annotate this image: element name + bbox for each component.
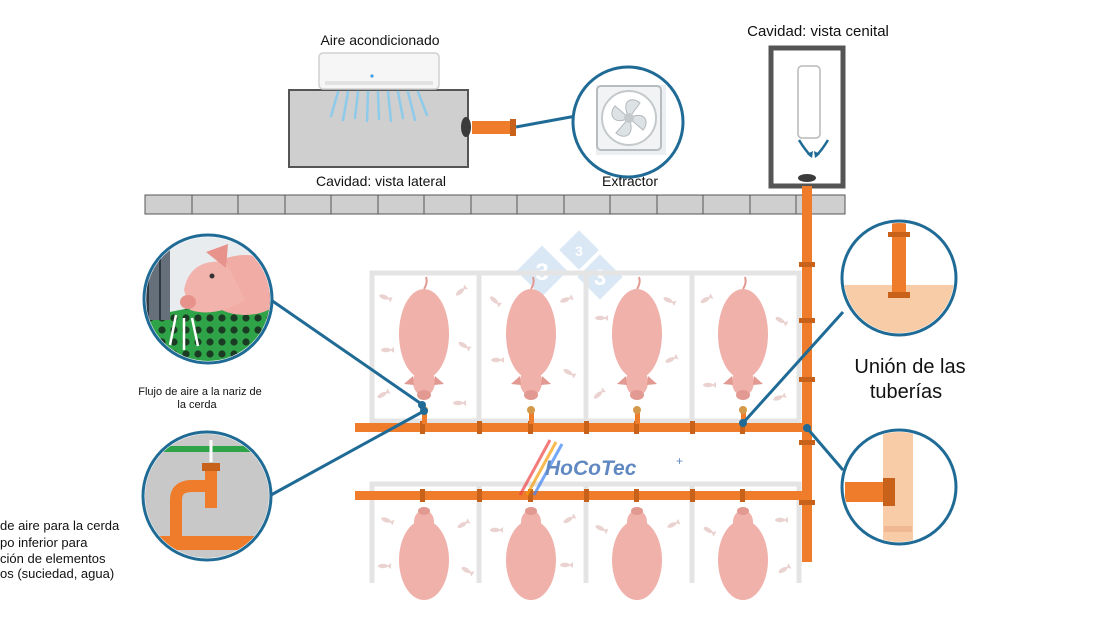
cold-air-flow [329, 90, 429, 123]
lower-horizontal-pipe [355, 489, 810, 502]
watermark-badge-number: 3 [575, 243, 583, 259]
watermark-badge-number: 3 [594, 265, 606, 290]
pen-row-top [369, 270, 802, 424]
hocotec-logo-text: HoCoTec [545, 457, 637, 480]
air-conditioner-label: Aire acondicionado [320, 32, 439, 48]
sow-icon [399, 507, 449, 600]
callout-lines [270, 298, 845, 497]
upper-horizontal-pipe [355, 406, 810, 434]
sow-icon [718, 507, 768, 600]
extractor-callout-line [515, 114, 577, 129]
sow-icon [612, 507, 662, 600]
lower-pipe-label-line4: os (suciedad, agua) [0, 566, 114, 581]
fan-icon [596, 85, 662, 151]
cavity-side-view-label: Cavidad: vista lateral [316, 173, 446, 189]
extractor-outlet [461, 117, 516, 137]
cavity-top-view [768, 45, 846, 189]
lower-pipe-label-line2: po inferior para [0, 535, 88, 550]
main-vertical-pipe [799, 186, 815, 562]
sow-icon [506, 507, 556, 600]
pipe-union-label-line1: Unión de las [854, 356, 965, 378]
cavity-top-view-label: Cavidad: vista cenital [747, 23, 889, 40]
sow-icon [505, 276, 557, 401]
pipe-tee-callout [840, 219, 958, 337]
sow-icon [398, 276, 450, 401]
lower-pipe-callout [141, 430, 273, 562]
extractor-label: Extractor [602, 173, 658, 189]
hocotec-plus-icon: + [676, 454, 683, 468]
sow-icon [611, 276, 663, 401]
wall [144, 194, 846, 215]
extractor-fan-callout [571, 65, 685, 179]
lower-pipe-label-line1: de aire para la cerda [0, 518, 120, 533]
pen-row-bottom [369, 481, 802, 600]
pipe-joint-callout [840, 428, 958, 546]
sow-icon [717, 276, 769, 401]
callout-dots [418, 401, 811, 432]
airflow-nose-label-line1: Flujo de aire a la nariz de [138, 386, 262, 398]
pig-nose-callout [142, 233, 274, 365]
hocotec-watermark: HoCoTec + [518, 439, 683, 496]
lower-pipe-label-line3: ción de elementos [0, 551, 106, 566]
airflow-nose-label-line2: la cerda [177, 399, 217, 411]
pipe-union-label-line2: tuberías [870, 381, 942, 403]
air-conditioner-icon [318, 52, 440, 90]
